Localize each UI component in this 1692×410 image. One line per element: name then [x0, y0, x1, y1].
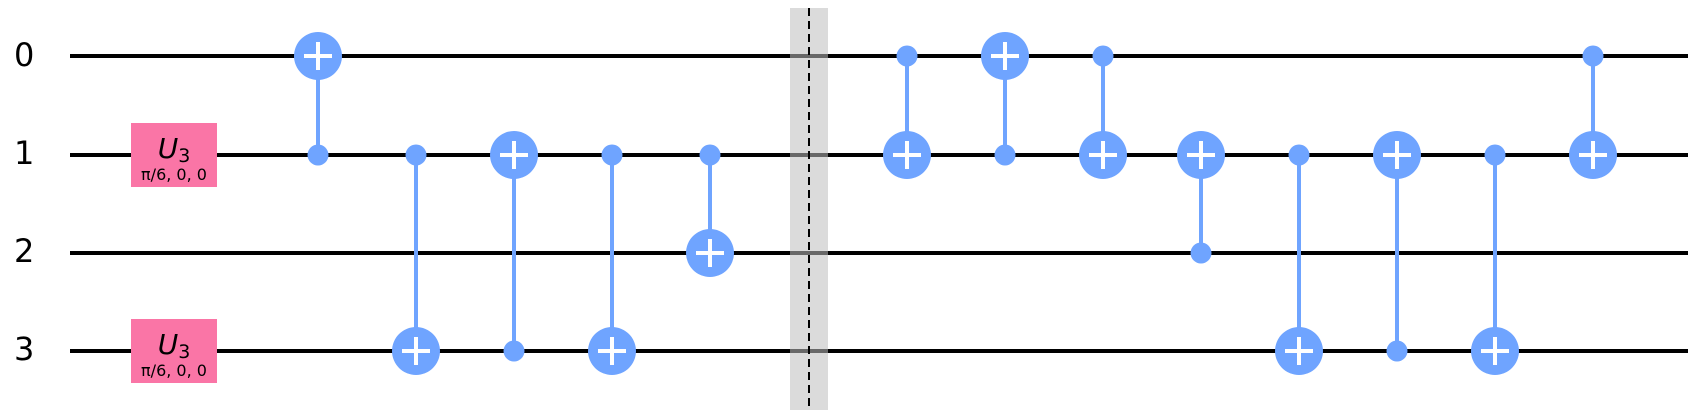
- cx-control-dot: [1386, 340, 1408, 362]
- cx-gate: [294, 32, 342, 166]
- qubit-labels: 0 1 2 3: [14, 36, 34, 368]
- u3-gate-box: [131, 123, 217, 187]
- qubit-wires: [70, 54, 1688, 353]
- u3-gate: U3π/6, 0, 0: [131, 123, 217, 187]
- cx-gate: [490, 131, 538, 362]
- cx-gate: [1569, 45, 1617, 179]
- cx-control-dot: [994, 144, 1016, 166]
- u3-gate-box: [131, 319, 217, 383]
- cx-gate: [883, 45, 931, 179]
- cx-control-dot: [1288, 144, 1310, 166]
- cx-gate: [1471, 144, 1519, 375]
- cx-gate: [981, 32, 1029, 166]
- cx-gate: [1275, 144, 1323, 375]
- cx-control-dot: [1582, 45, 1604, 67]
- cx-gate: [588, 144, 636, 375]
- cx-control-dot: [405, 144, 427, 166]
- cx-gate: [686, 144, 734, 277]
- cx-control-dot: [699, 144, 721, 166]
- qubit-label-3: 3: [14, 330, 34, 368]
- cx-control-dot: [1190, 242, 1212, 264]
- u3-gate-params: π/6, 0, 0: [141, 165, 207, 184]
- cx-gate: [392, 144, 440, 375]
- cx-control-dot: [307, 144, 329, 166]
- barriers: [790, 8, 828, 410]
- cx-gate: [1177, 131, 1225, 264]
- cx-control-dot: [1484, 144, 1506, 166]
- u3-gate-name: U3: [158, 328, 191, 363]
- u3-gate-params: π/6, 0, 0: [141, 361, 207, 380]
- qubit-label-0: 0: [14, 36, 34, 74]
- qubit-label-2: 2: [14, 232, 34, 270]
- cx-control-dot: [1092, 45, 1114, 67]
- qubit-label-1: 1: [14, 134, 34, 172]
- u3-gate: U3π/6, 0, 0: [131, 319, 217, 383]
- cx-gate: [1079, 45, 1127, 179]
- cx-control-dot: [896, 45, 918, 67]
- cx-gate: [1373, 131, 1421, 362]
- cx-control-dot: [503, 340, 525, 362]
- barrier-0: [790, 8, 828, 410]
- u3-gate-name: U3: [158, 132, 191, 167]
- cx-control-dot: [601, 144, 623, 166]
